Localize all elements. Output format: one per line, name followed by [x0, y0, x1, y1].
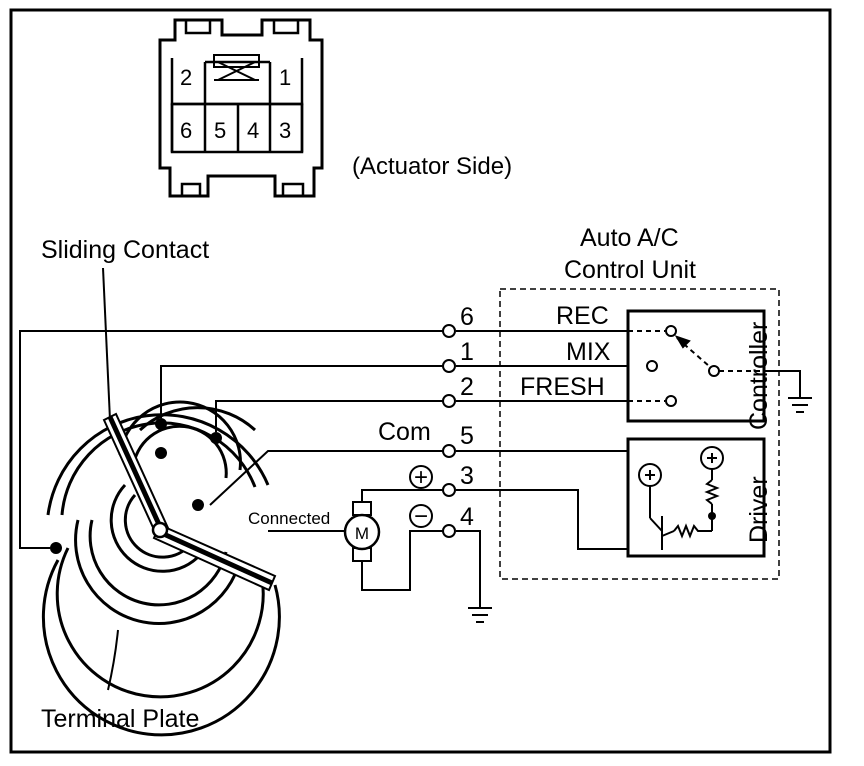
plate-dot-fresh	[210, 432, 222, 444]
ground-icon	[468, 607, 492, 623]
fresh-label: FRESH	[520, 373, 605, 401]
terminal-plate-leader	[107, 629, 119, 691]
plate-dot-com	[155, 447, 167, 459]
controller-switch	[628, 325, 764, 407]
terminal-2	[442, 394, 456, 408]
ground-icon-controller	[788, 397, 812, 413]
sliding-contact-label: Sliding Contact	[41, 236, 209, 264]
terminal-6	[442, 324, 456, 338]
plus-icon	[409, 465, 433, 489]
pin-2-label: 2	[180, 65, 192, 90]
motor-icon	[343, 501, 381, 562]
terminal-plate	[41, 400, 281, 737]
terminal-3-label: 3	[460, 462, 474, 490]
connected-label: Connected	[248, 509, 330, 528]
connector	[158, 18, 324, 198]
actuator-side-label: (Actuator Side)	[352, 153, 512, 180]
terminal-4	[442, 524, 456, 538]
terminals	[442, 324, 456, 538]
pin-3-label: 3	[279, 118, 291, 143]
minus-sign: −	[414, 503, 428, 530]
pin-4-label: 4	[247, 118, 259, 143]
sliding-contact	[102, 412, 277, 592]
terminal-2-label: 2	[460, 373, 474, 401]
pin-5-label: 5	[214, 118, 226, 143]
driver-node	[708, 512, 716, 520]
plate-dot-rec	[50, 542, 62, 554]
minus-icon	[409, 504, 433, 528]
terminal-3	[442, 483, 456, 497]
driver-box	[626, 437, 766, 558]
mix-label: MIX	[566, 338, 611, 366]
unit-label-line2: Control Unit	[564, 256, 696, 284]
plate-dot-mix	[155, 418, 167, 430]
com-label: Com	[378, 418, 431, 446]
terminal-1-label: 1	[460, 338, 474, 366]
driver-label: Driver	[745, 476, 773, 543]
terminal-5-label: 5	[460, 422, 474, 450]
pin-6-label: 6	[180, 118, 192, 143]
plate-dot-inner	[192, 499, 204, 511]
outer-frame	[9, 8, 832, 754]
wiring	[19, 330, 801, 608]
control-unit-boundary	[499, 288, 780, 580]
pin-1-label: 1	[279, 65, 291, 90]
sliding-contact-leader	[102, 267, 111, 421]
motor-label: M	[355, 524, 369, 543]
rec-label: REC	[556, 302, 609, 330]
plus-sign: +	[414, 464, 428, 491]
terminal-4-label: 4	[460, 503, 474, 531]
terminal-5	[442, 444, 456, 458]
terminal-6-label: 6	[460, 303, 474, 331]
controller-label: Controller	[745, 322, 773, 430]
unit-label-line1: Auto A/C	[580, 224, 679, 252]
terminal-1	[442, 359, 456, 373]
